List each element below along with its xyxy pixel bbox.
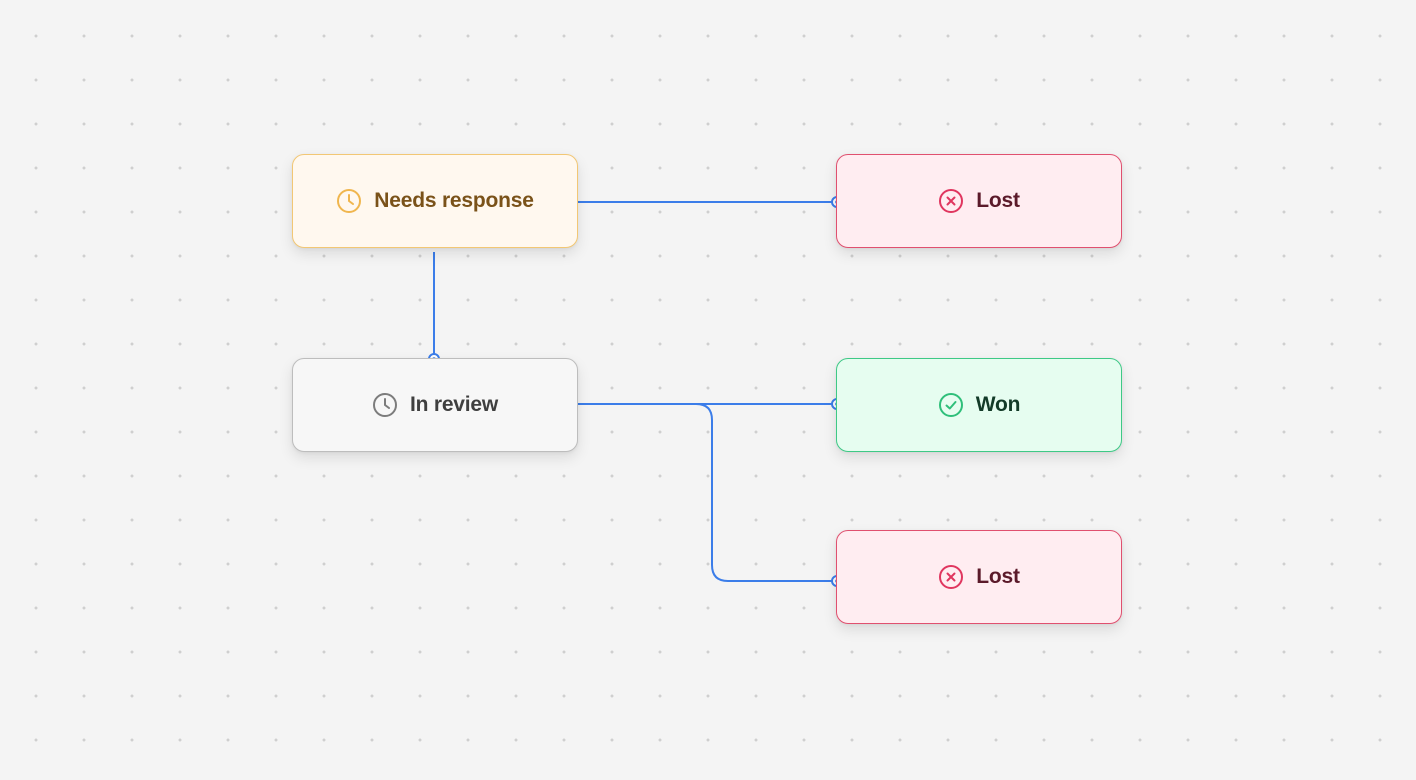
node-label: Lost — [976, 565, 1020, 588]
x-circle-icon — [938, 564, 964, 590]
x-circle-icon — [938, 188, 964, 214]
node-needs-response[interactable]: Needs response — [292, 154, 578, 248]
node-lost-top[interactable]: Lost — [836, 154, 1122, 248]
edge-in-review-to-lost[interactable] — [695, 403, 837, 582]
clock-icon — [336, 188, 362, 214]
node-label: Won — [975, 393, 1021, 416]
node-label: Lost — [976, 189, 1020, 212]
node-won[interactable]: Won — [836, 358, 1122, 452]
node-label: In review — [409, 393, 499, 416]
node-label: Needs response — [374, 189, 534, 212]
node-in-review[interactable]: In review — [292, 358, 578, 452]
clock-icon — [372, 392, 398, 418]
node-lost-bottom[interactable]: Lost — [836, 530, 1122, 624]
check-circle-icon — [938, 392, 964, 418]
